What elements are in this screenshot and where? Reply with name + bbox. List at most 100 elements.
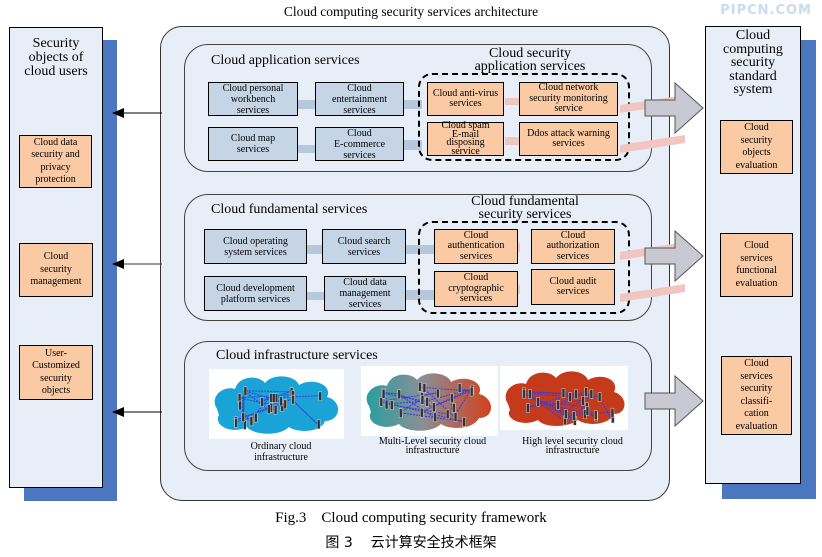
server-icon xyxy=(279,396,283,407)
line: application services xyxy=(474,58,586,74)
line: authentication xyxy=(447,240,505,252)
line: Cloud audit xyxy=(549,275,597,287)
title-line: objects of xyxy=(28,50,84,65)
line: Cloud xyxy=(347,127,372,139)
server-icon xyxy=(389,400,394,410)
network-link xyxy=(243,390,291,393)
server-icon xyxy=(273,404,278,415)
server-icon xyxy=(260,397,265,407)
line: functional xyxy=(736,265,777,276)
line: Cloud xyxy=(744,240,769,251)
line: Cloud anti-virus xyxy=(432,87,499,99)
network-link xyxy=(453,390,471,417)
arrow-to-right-3 xyxy=(644,374,704,428)
server-icon xyxy=(379,397,384,407)
line: Multi-Level security cloud xyxy=(378,436,487,447)
network-link xyxy=(422,386,471,392)
arrow-to-right-1 xyxy=(644,81,704,135)
server-icon xyxy=(453,412,458,422)
server-icon xyxy=(254,412,258,423)
line: service xyxy=(554,103,583,115)
network-link xyxy=(381,392,426,402)
line: Cloud xyxy=(347,82,372,94)
arrow-to-left-3 xyxy=(112,407,162,417)
watermark: PIPCN.COM xyxy=(720,3,812,18)
network-link xyxy=(420,392,437,398)
line: evaluation xyxy=(735,277,778,289)
line: services xyxy=(347,246,381,258)
line: E-mail xyxy=(451,128,480,140)
title-line: system xyxy=(733,82,773,97)
server-icon xyxy=(433,412,437,423)
line: Ddos attack warning xyxy=(527,127,610,139)
line: High level security cloud xyxy=(522,436,623,447)
line: security xyxy=(740,383,773,394)
line: Cloud development xyxy=(216,282,295,294)
security-application-title: Cloud security application services xyxy=(470,46,590,74)
line: services xyxy=(236,144,270,155)
caption-english: Fig.3 Cloud computing security framework xyxy=(275,510,547,526)
line: security xyxy=(740,134,773,146)
network-link xyxy=(572,411,612,417)
server-icon xyxy=(241,412,245,423)
line: authorization xyxy=(546,240,600,252)
layer-application-title: Cloud application services xyxy=(211,53,360,68)
server-icon xyxy=(249,416,254,427)
line: services xyxy=(449,98,482,109)
line: platform services xyxy=(220,293,291,305)
arrow-to-right-2 xyxy=(644,229,704,283)
connector-shading xyxy=(295,100,422,153)
server-icon xyxy=(585,406,590,416)
right-item-functional-evaluation: Cloud services functional evaluation xyxy=(720,233,793,297)
network-link xyxy=(241,390,245,417)
line: infrastructure xyxy=(545,445,600,456)
line: cryptographic xyxy=(448,282,504,294)
server-cluster xyxy=(379,382,475,427)
server-icon xyxy=(425,397,429,407)
line: Cloud security xyxy=(488,46,572,61)
server-icon xyxy=(581,396,585,406)
server-icon xyxy=(469,386,474,397)
line: evaluation xyxy=(735,159,778,171)
network-link xyxy=(249,397,271,422)
line: services xyxy=(343,149,376,161)
line: classifi- xyxy=(740,395,773,407)
cloud-multi-level-label: Multi-Level security cloud infrastructur… xyxy=(360,436,505,456)
server-icon xyxy=(238,400,242,411)
server-icon xyxy=(398,408,403,418)
line: services xyxy=(236,104,270,116)
right-item-objects-evaluation: Cloud security objects evaluation xyxy=(720,120,793,174)
server-icon xyxy=(597,392,602,402)
server-icon xyxy=(589,389,594,399)
network-link xyxy=(526,393,575,409)
server-icon xyxy=(384,399,389,410)
line: Cloud spam xyxy=(441,120,490,131)
line: Cloud network xyxy=(538,82,599,94)
cloud-multi-level xyxy=(361,366,498,436)
cloud-ordinary xyxy=(209,369,344,439)
server-icon xyxy=(594,410,598,420)
line: Cloud xyxy=(744,358,769,369)
layer-fundamental-title: Cloud fundamental services xyxy=(211,202,368,217)
server-icon xyxy=(243,386,248,397)
server-icon xyxy=(556,400,560,410)
server-icon xyxy=(318,391,322,402)
line: services xyxy=(348,299,382,310)
line: E-commerce xyxy=(333,138,386,150)
line: security and xyxy=(31,149,80,160)
line: infrastructure xyxy=(405,445,460,456)
title-line: Cloud xyxy=(735,28,771,43)
cloud-high-level xyxy=(500,366,628,430)
network-link xyxy=(382,392,398,395)
line: security services xyxy=(478,206,572,222)
left-panel-title: Security objects of cloud users xyxy=(10,37,102,79)
line: objects xyxy=(742,147,771,158)
left-item-security-management: Cloud security management xyxy=(19,243,93,297)
network-link xyxy=(398,398,422,414)
title-line: computing xyxy=(723,41,783,57)
